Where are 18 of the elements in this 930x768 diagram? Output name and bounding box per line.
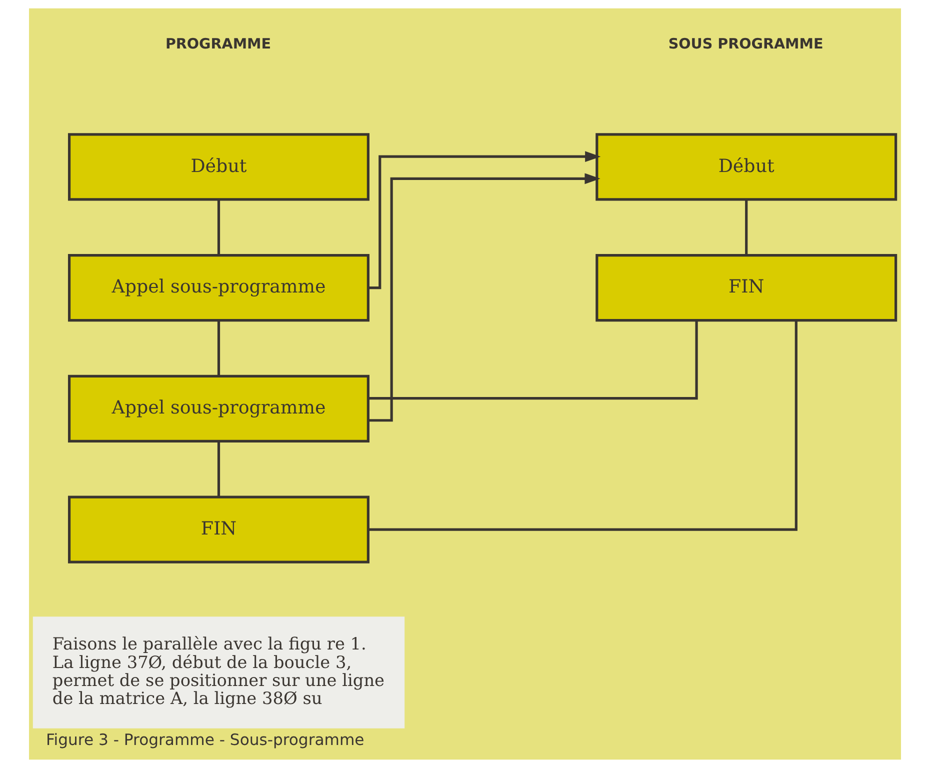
node-box: Appel sous-programme xyxy=(68,254,370,322)
connector xyxy=(745,200,748,256)
label: Faisons le parallèle avec la figu re 1. La ligne 37Ø, début de la boucle 3, permet de se positionner sur une ligne de la matrice A, la ligne 38Ø su xyxy=(52,634,385,708)
label: PROGRAMME xyxy=(165,36,272,52)
connector xyxy=(368,320,798,531)
arrow xyxy=(368,173,600,422)
label: SOUS PROGRAMME xyxy=(668,36,824,52)
caption: Figure 3 - Programme - Sous-programme xyxy=(46,730,364,749)
arrow xyxy=(368,151,601,290)
connector xyxy=(368,320,698,400)
node-box: Début xyxy=(596,133,898,201)
node-box: Appel sous-programme xyxy=(68,374,370,442)
node-box: FIN xyxy=(68,496,370,564)
connector xyxy=(217,442,220,497)
node-box: FIN xyxy=(596,254,898,322)
connector xyxy=(217,200,220,256)
connector xyxy=(217,320,220,376)
node-box: Début xyxy=(68,133,370,201)
